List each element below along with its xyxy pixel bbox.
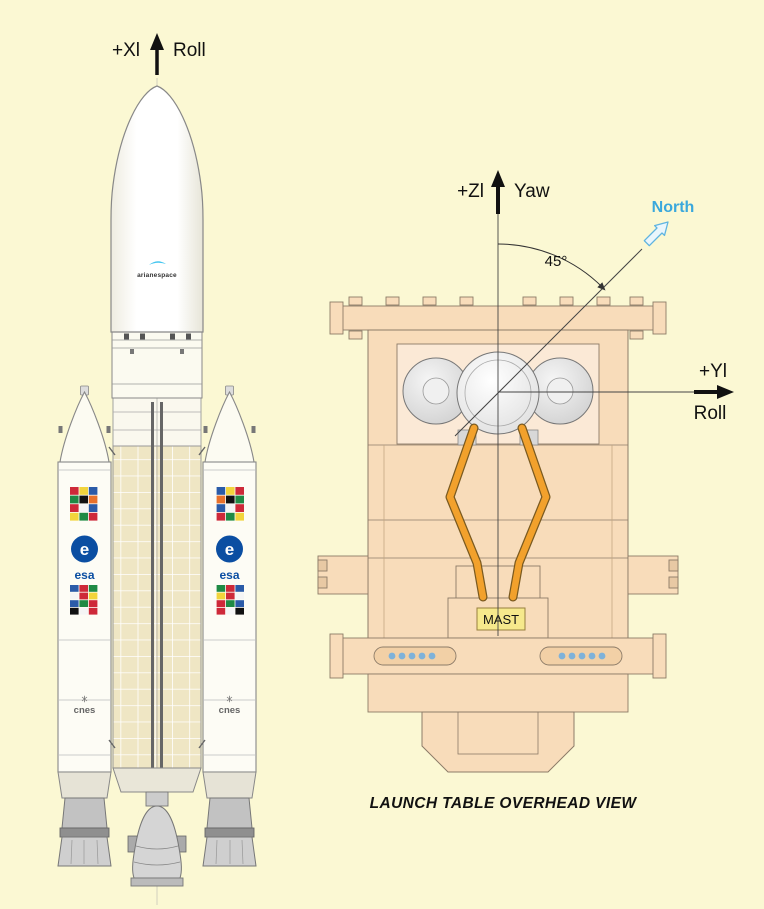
cnes-wordmark: cnes bbox=[74, 705, 96, 716]
x-axis-motion-label: Roll bbox=[173, 40, 206, 61]
y-axis-motion-label: Roll bbox=[694, 403, 727, 424]
z-axis-motion-label: Yaw bbox=[514, 181, 550, 202]
launch-table-overhead-view: MAST +Zl Yaw North 45° bbox=[317, 170, 734, 812]
lower-body bbox=[367, 673, 629, 713]
core-pipe bbox=[151, 402, 154, 768]
north-line bbox=[454, 248, 643, 437]
angle-label: 45° bbox=[545, 253, 568, 270]
table-side-brackets bbox=[317, 555, 679, 595]
x-axis-label: +Xl bbox=[112, 40, 140, 61]
esa-wordmark: esa bbox=[74, 568, 94, 582]
arianespace-logo-swoosh-icon bbox=[149, 261, 166, 265]
y-axis-label: +Yl bbox=[699, 361, 727, 382]
lower-flange bbox=[329, 633, 667, 679]
esa-wordmark: esa bbox=[219, 568, 239, 582]
payload-fairing bbox=[110, 85, 204, 333]
roll-axis-arrow-head-icon bbox=[150, 33, 164, 50]
north-label: North bbox=[652, 199, 695, 216]
angle-arc-arrow-head-icon bbox=[597, 282, 606, 291]
umbilical-struts bbox=[445, 423, 551, 602]
north-arrow-icon bbox=[643, 221, 669, 247]
diagram-caption: LAUNCH TABLE OVERHEAD VIEW bbox=[370, 795, 638, 812]
core-aft-skirt bbox=[112, 767, 202, 793]
nozzle-exit-ring bbox=[130, 877, 184, 887]
left-booster bbox=[57, 385, 116, 867]
rocket-side-view: +Xl Roll arianespace e e esa esa bbox=[57, 33, 257, 905]
core-pipe bbox=[160, 402, 163, 768]
esa-logo-letter: e bbox=[225, 540, 234, 559]
cnes-wordmark: cnes bbox=[219, 705, 241, 716]
main-engine-nozzle bbox=[132, 805, 182, 879]
bottom-tub bbox=[421, 711, 575, 773]
flange-dots bbox=[388, 652, 606, 660]
right-booster bbox=[198, 385, 257, 867]
angle-arc bbox=[497, 243, 603, 288]
upper-stage bbox=[111, 331, 203, 399]
engine-gimbal-block bbox=[145, 791, 169, 807]
y-axis-arrow-head-icon bbox=[717, 385, 734, 399]
z-axis-label: +Zl bbox=[457, 181, 484, 202]
mast-label: MAST bbox=[483, 612, 519, 627]
mast-label-box bbox=[476, 607, 526, 631]
yaw-axis-arrow-head-icon bbox=[491, 170, 505, 187]
esa-logo-letter: e bbox=[80, 540, 89, 559]
arianespace-wordmark: arianespace bbox=[137, 272, 177, 279]
